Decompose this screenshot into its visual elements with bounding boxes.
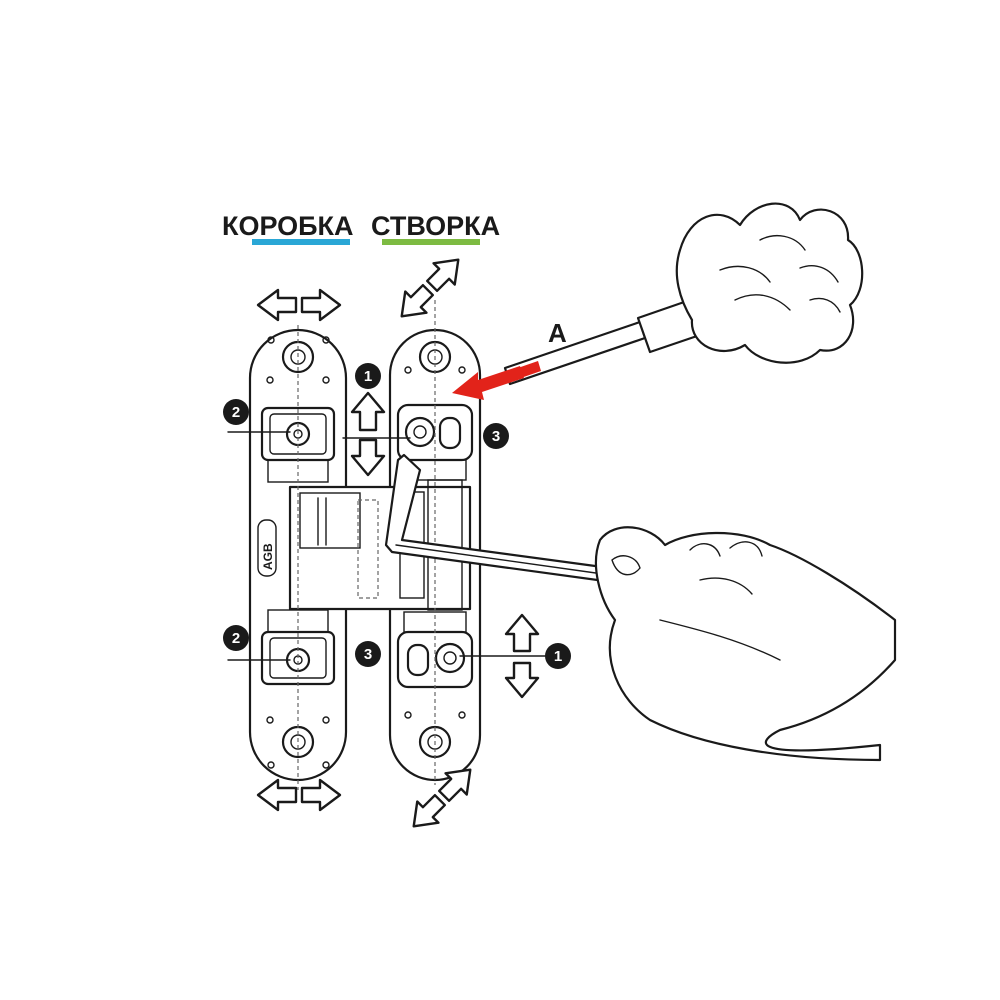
- callout-3-top: 3: [483, 423, 509, 449]
- callout-3-top-text: 3: [492, 428, 500, 445]
- leaf-bottom-height-screw-center: [443, 651, 457, 665]
- hinge-brand-stamp-border: [257, 519, 277, 577]
- leaf-top-height-screw-center: [413, 425, 427, 439]
- leaf-bottom-rivet-right: [458, 711, 466, 719]
- frame-top-rivet-left: [266, 376, 274, 384]
- callout-1-top-text: 1: [364, 368, 372, 385]
- leaf-underline: [382, 239, 480, 245]
- leaf-top-depth-screw: [438, 416, 462, 450]
- callout-2-bottom-text: 2: [232, 630, 240, 647]
- leaf-bottom-height-screw: [434, 642, 466, 674]
- frame-bottom-rivet-right: [322, 716, 330, 724]
- double-arrow-horizontal-icon: [256, 288, 342, 322]
- frame-top-rivet-upper-left: [267, 336, 275, 344]
- callout-1-bottom: 1: [545, 643, 571, 669]
- double-arrow-vertical-icon: [504, 613, 540, 699]
- leaf-top-height-screw: [404, 416, 436, 448]
- double-arrow-vertical-icon: [350, 391, 386, 477]
- frame-underline: [252, 239, 350, 245]
- callout-2-bottom: 2: [223, 625, 249, 651]
- hand-icon: [594, 526, 897, 762]
- frame-top-rivet-upper-right: [322, 336, 330, 344]
- callout-1-top: 1: [355, 363, 381, 389]
- leaf-bottom-depth-screw: [406, 643, 430, 677]
- linkage-hidden-pin: [357, 499, 379, 599]
- double-arrow-diagonal-icon: [400, 258, 460, 318]
- hex-key-edge: [395, 544, 611, 576]
- callout-2-top: 2: [223, 399, 249, 425]
- callout-3-bottom: 3: [355, 641, 381, 667]
- callout-1-bottom-text: 1: [554, 648, 562, 665]
- frame-top-rivet-right: [322, 376, 330, 384]
- hinge-brand-stamp: AGB: [261, 543, 275, 570]
- screwdriver-icon: [503, 298, 702, 386]
- frame-label: КОРОБКА: [222, 211, 354, 241]
- leaf-label: СТВОРКА: [371, 211, 500, 241]
- leaf-bottom-rivet-left: [404, 711, 412, 719]
- frame-bottom-rivet-lower-left: [267, 761, 275, 769]
- linkage-arm-upper: [299, 492, 361, 549]
- callout-3-bottom-text: 3: [364, 646, 372, 663]
- double-arrow-diagonal-icon: [412, 768, 472, 828]
- callout-2-top-text: 2: [232, 404, 240, 421]
- hand-icon: [675, 202, 864, 364]
- leaf-top-rivet-right: [458, 366, 466, 374]
- frame-bottom-rivet-lower-right: [322, 761, 330, 769]
- tool-marker-label: A: [548, 318, 567, 348]
- leaf-top-rivet-left: [404, 366, 412, 374]
- frame-bottom-rivet-left: [266, 716, 274, 724]
- double-arrow-horizontal-icon: [256, 778, 342, 812]
- red-pointer-arrow-icon: [452, 366, 524, 400]
